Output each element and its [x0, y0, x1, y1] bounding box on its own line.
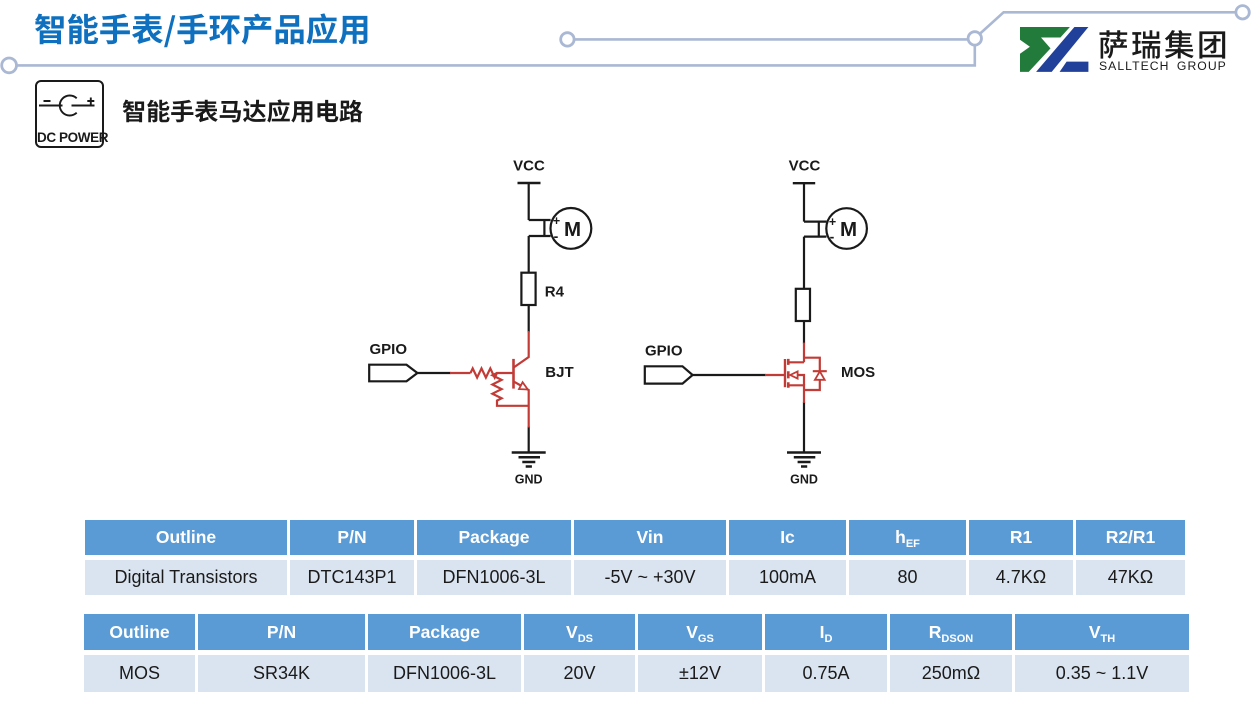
data-cell: 4.7KΩ [969, 560, 1073, 595]
mos-circuit: VCC + - M MOS GPIO GND [643, 158, 875, 487]
motor-label: M [840, 218, 857, 241]
gpio-label: GPIO [370, 341, 408, 358]
wire-red [788, 342, 806, 364]
gpio-connector [643, 365, 695, 385]
bjt-label: BJT [545, 364, 573, 381]
bjt-circuit: VCC + - M R4 BJT GPIO GND [368, 158, 593, 487]
data-cell: -5V ~ +30V [574, 560, 726, 595]
header-cell: Vin [574, 520, 726, 555]
motor-plus: + [553, 214, 560, 228]
data-cell: DFN1006-3L [417, 560, 571, 595]
data-cell: 47KΩ [1076, 560, 1185, 595]
header-cell: R2/R1 [1076, 520, 1185, 555]
motor-minus: - [554, 228, 559, 244]
circuit-diagrams: VCC + - M R4 BJT GPIO GND [368, 158, 875, 487]
data-cell: ±12V [638, 655, 762, 692]
data-cell: 250mΩ [890, 655, 1012, 692]
header-cell: R1 [969, 520, 1073, 555]
mos-source [788, 384, 806, 403]
motor-plus: + [829, 215, 836, 229]
gnd-symbol [787, 451, 821, 468]
motor-minus: - [830, 229, 835, 245]
gpio-connector [368, 363, 420, 383]
connector-node-circle [1234, 4, 1251, 21]
data-cell: DTC143P1 [290, 560, 414, 595]
data-cell: MOS [84, 655, 195, 692]
vcc-label: VCC [513, 158, 545, 175]
body-diode-triangle [813, 369, 827, 381]
gnd-symbol [511, 451, 546, 468]
header-cell: Outline [85, 520, 287, 555]
dc-power-jack-icon [38, 94, 95, 117]
data-cell: 80 [849, 560, 966, 595]
header-cell: Ic [729, 520, 846, 555]
data-cell: 0.75A [765, 655, 887, 692]
header-cell: Package [417, 520, 571, 555]
mos-body-wire [797, 373, 806, 386]
connector-node-circle [966, 30, 983, 47]
gnd-label: GND [790, 473, 818, 487]
wire [527, 183, 551, 273]
logo-name-cjk [1099, 30, 1226, 59]
data-cell: 100mA [729, 560, 846, 595]
wire [692, 321, 806, 453]
gnd-label: GND [515, 473, 543, 487]
data-cell: SR34K [198, 655, 365, 692]
header-cell: P/N [198, 614, 365, 650]
dc-power-label: DC POWER [37, 130, 109, 145]
dc-power-icon-box: DC POWER [35, 80, 109, 148]
motor-label: M [564, 218, 581, 241]
connector-node-circle [0, 56, 18, 75]
header-cell: Package [368, 614, 521, 650]
resistor-symbol [794, 287, 812, 323]
data-cell: 0.35 ~ 1.1V [1015, 655, 1189, 692]
motor-symbol [825, 207, 868, 250]
decorative-connector-lines [0, 4, 1251, 75]
motor-symbol [549, 206, 593, 250]
body-diode-branch [804, 356, 827, 392]
gpio-label: GPIO [645, 343, 683, 360]
wire-red [512, 331, 530, 369]
pulldown-resistor-symbol [489, 372, 529, 407]
data-cell: DFN1006-3L [368, 655, 521, 692]
wire [802, 183, 827, 289]
logo-name-latin: SALLTECH GROUP [1099, 59, 1227, 73]
connector-node-circle [559, 31, 576, 48]
header-cell: P/N [290, 520, 414, 555]
data-cell: 20V [524, 655, 635, 692]
mos-label: MOS [841, 364, 875, 381]
wire [417, 305, 530, 453]
resistor-r4-symbol [520, 271, 537, 307]
resistor-r4-label: R4 [545, 284, 565, 301]
bjt-emitter-arrow [517, 380, 530, 391]
data-cell: Digital Transistors [85, 560, 287, 595]
vcc-label: VCC [789, 158, 821, 175]
logo-icon [1019, 27, 1088, 72]
mos-gate-arrow [788, 369, 799, 381]
section-subtitle [122, 99, 363, 123]
page-title [34, 13, 367, 48]
header-cell: Outline [84, 614, 195, 650]
